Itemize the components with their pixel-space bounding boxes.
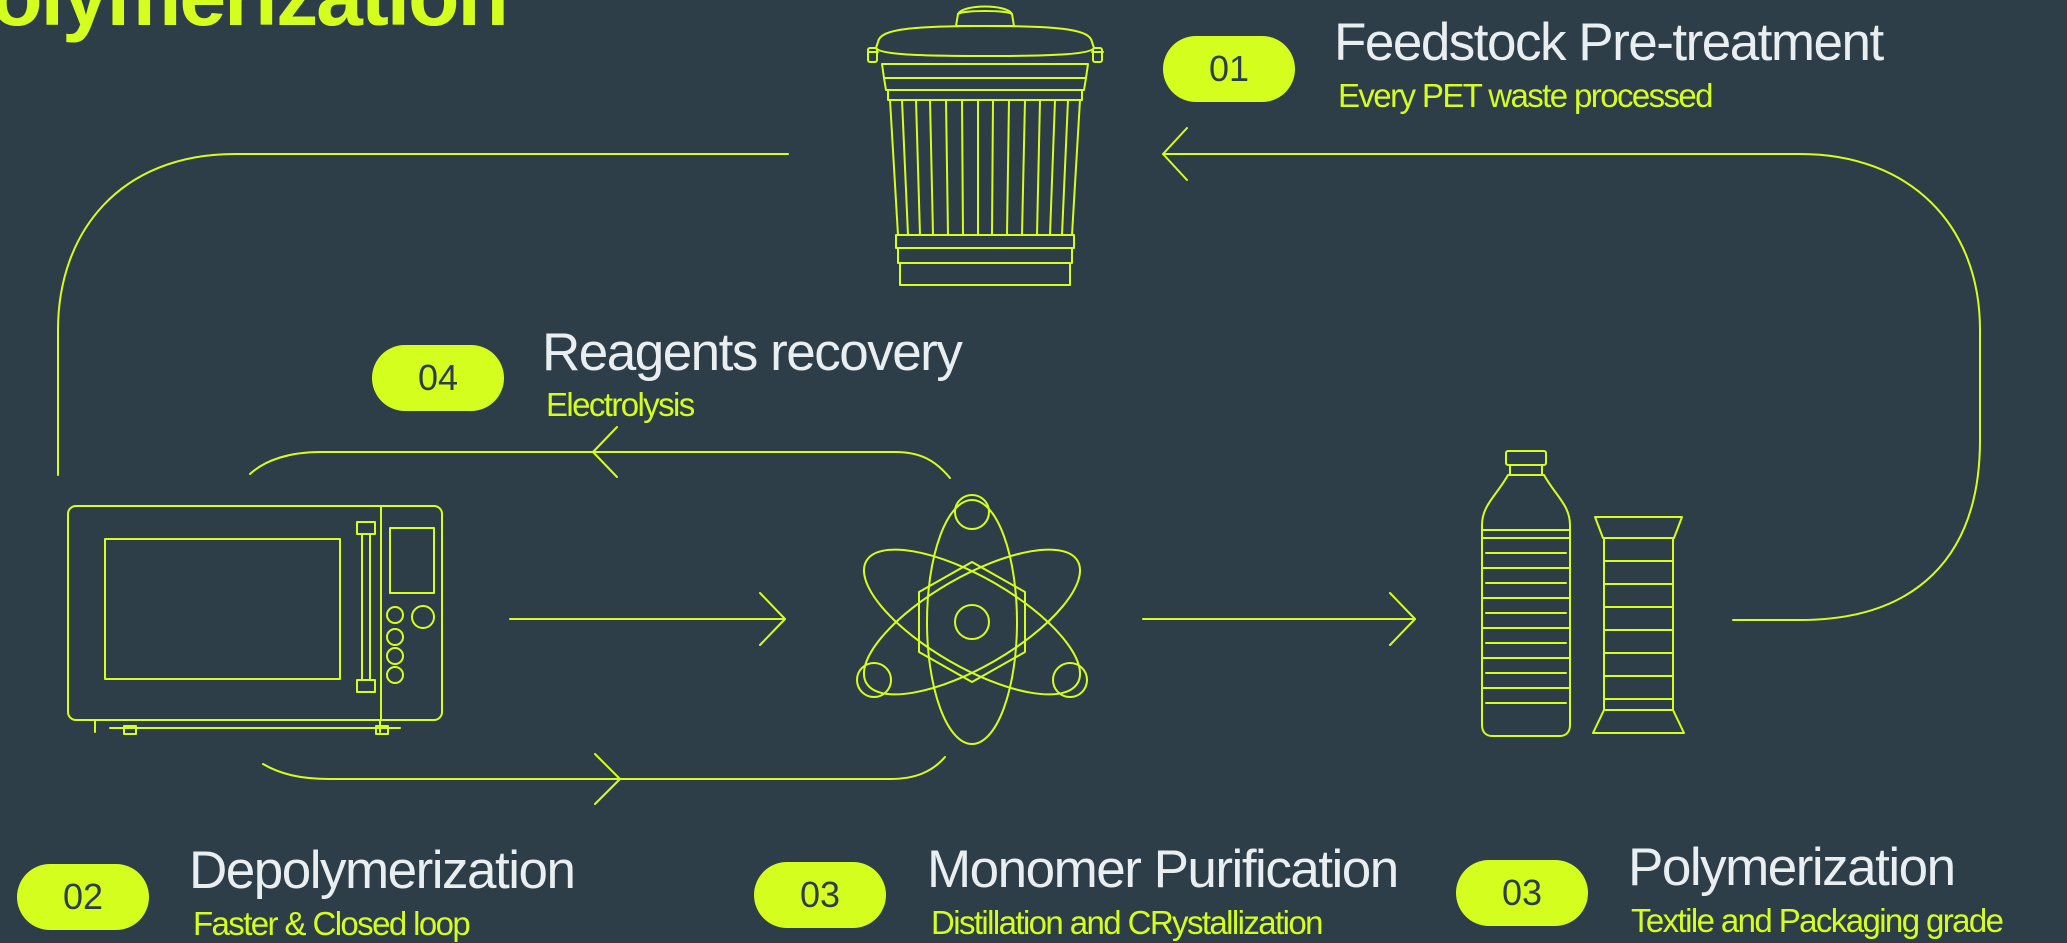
step-number-badge: 01	[1163, 36, 1295, 102]
step-subtitle-polymerization: Textile and Packaging grade	[1631, 902, 2004, 939]
arrow-head-bottom-feed	[594, 753, 621, 805]
loop-connector-right	[1162, 153, 1981, 621]
bottle-and-spool-icon	[1481, 450, 1685, 737]
arrow-head-reagents-return	[592, 426, 618, 478]
step-subtitle-monomer-purification: Distillation and CRystallization	[931, 904, 1323, 941]
step-number-badge: 02	[17, 864, 149, 930]
step-subtitle-depolymerization: Faster & Closed loop	[193, 905, 471, 942]
step-number-badge: 03	[754, 862, 886, 928]
loop-connector-left	[57, 153, 789, 476]
trash-can-icon	[867, 5, 1104, 286]
step-title-feedstock: Feedstock Pre-treatment	[1334, 13, 1884, 72]
arrow-head-into-trash	[1162, 127, 1188, 181]
step-number-badge: 04	[372, 345, 504, 411]
bottom-feed-arc	[262, 756, 946, 780]
step-number-badge: 03	[1456, 860, 1588, 926]
step-subtitle-feedstock: Every PET waste processed	[1338, 77, 1714, 114]
step-subtitle-reagents: Electrolysis	[546, 386, 695, 423]
step-title-depolymerization: Depolymerization	[189, 841, 576, 900]
reagents-return-arc	[249, 451, 951, 479]
step-title-monomer-purification: Monomer Purification	[927, 840, 1399, 899]
page-title: polymerization	[0, 0, 509, 38]
step-title-reagents: Reagents recovery	[542, 323, 963, 382]
arrow-head-atom-to-bottle	[1389, 592, 1416, 646]
atom-icon	[856, 494, 1088, 745]
arrow-head-microwave-to-atom	[759, 592, 786, 646]
microwave-icon	[67, 505, 443, 735]
step-title-polymerization: Polymerization	[1628, 838, 1956, 897]
